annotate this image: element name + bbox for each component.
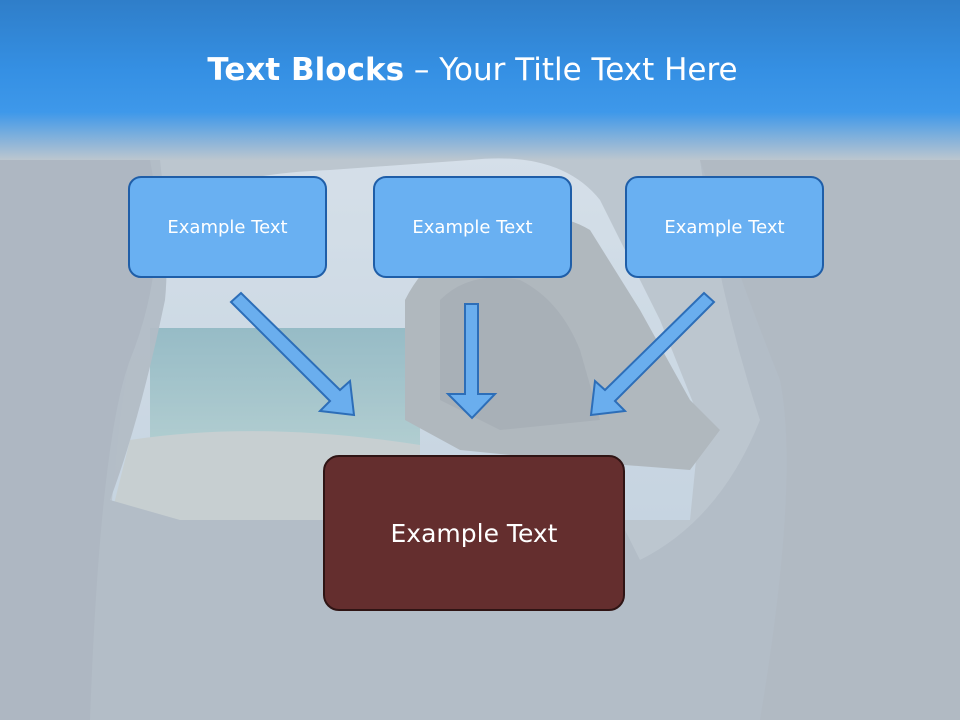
title-banner xyxy=(0,0,960,160)
arrow-right-icon xyxy=(589,291,716,417)
arrow-center-icon xyxy=(445,303,498,420)
text-block-1[interactable]: Example Text xyxy=(128,176,327,278)
arrow-left-icon xyxy=(229,291,356,417)
main-text-block[interactable]: Example Text xyxy=(323,455,625,611)
title-rest-part: Your Title Text Here xyxy=(439,52,738,88)
title-bold-part: Text Blocks xyxy=(207,52,405,88)
text-block-3[interactable]: Example Text xyxy=(625,176,824,278)
title-dash: – xyxy=(404,52,440,88)
text-block-2[interactable]: Example Text xyxy=(373,176,572,278)
slide-title: Text Blocks – Your Title Text Here xyxy=(0,52,945,88)
